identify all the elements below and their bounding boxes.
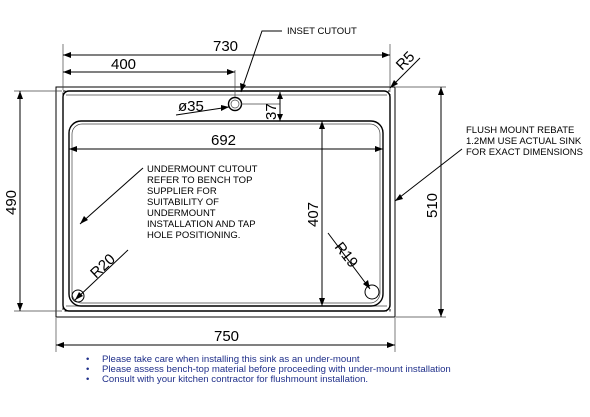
dim-730: 730 bbox=[213, 38, 238, 55]
dim-750: 750 bbox=[214, 328, 239, 345]
svg-text:SUPPLIER FOR: SUPPLIER FOR bbox=[147, 186, 217, 197]
svg-text:FLUSH MOUNT REBATE: FLUSH MOUNT REBATE bbox=[466, 125, 574, 136]
tap-hole bbox=[227, 96, 243, 112]
dim-37: 37 bbox=[263, 103, 280, 120]
left-corner-radius bbox=[71, 289, 85, 303]
dim-r19: R19 bbox=[331, 239, 361, 271]
inset-cutout-label: INSET CUTOUT bbox=[287, 26, 357, 37]
svg-text:UNDERMOUNT CUTOUT: UNDERMOUNT CUTOUT bbox=[147, 164, 258, 175]
dim-r5: R5 bbox=[393, 48, 419, 74]
svg-text:INSTALLATION AND TAP: INSTALLATION AND TAP bbox=[147, 219, 256, 230]
dim-400: 400 bbox=[111, 56, 136, 73]
note-item: Please take care when installing this si… bbox=[86, 355, 451, 366]
dim-490: 490 bbox=[3, 190, 20, 215]
dim-tap-diameter: ø35 bbox=[178, 98, 204, 115]
dim-r20: R20 bbox=[87, 251, 119, 282]
dim-692: 692 bbox=[211, 132, 236, 149]
svg-text:1.2MM USE ACTUAL SINK: 1.2MM USE ACTUAL SINK bbox=[466, 136, 582, 147]
flush-mount-outline bbox=[55, 86, 396, 318]
flush-mount-note: FLUSH MOUNT REBATE 1.2MM USE ACTUAL SINK… bbox=[466, 125, 583, 158]
svg-text:SUITABILITY OF: SUITABILITY OF bbox=[147, 197, 219, 208]
svg-text:FOR EXACT DIMENSIONS: FOR EXACT DIMENSIONS bbox=[466, 147, 583, 158]
svg-text:UNDERMOUNT: UNDERMOUNT bbox=[147, 208, 216, 219]
installation-notes: Please take care when installing this si… bbox=[86, 355, 451, 386]
right-corner-radius bbox=[364, 284, 380, 300]
note-item: Consult with your kitchen contractor for… bbox=[86, 375, 451, 386]
dim-407: 407 bbox=[305, 202, 322, 227]
sink-rim bbox=[62, 90, 391, 312]
svg-text:HOLE POSITIONING.: HOLE POSITIONING. bbox=[147, 230, 240, 241]
dim-510: 510 bbox=[424, 193, 441, 218]
undermount-note: UNDERMOUNT CUTOUT REFER TO BENCH TOP SUP… bbox=[147, 164, 258, 241]
svg-text:REFER TO BENCH TOP: REFER TO BENCH TOP bbox=[147, 175, 252, 186]
sink-bowl bbox=[68, 120, 384, 307]
note-item: Please assess bench-top material before … bbox=[86, 365, 451, 376]
